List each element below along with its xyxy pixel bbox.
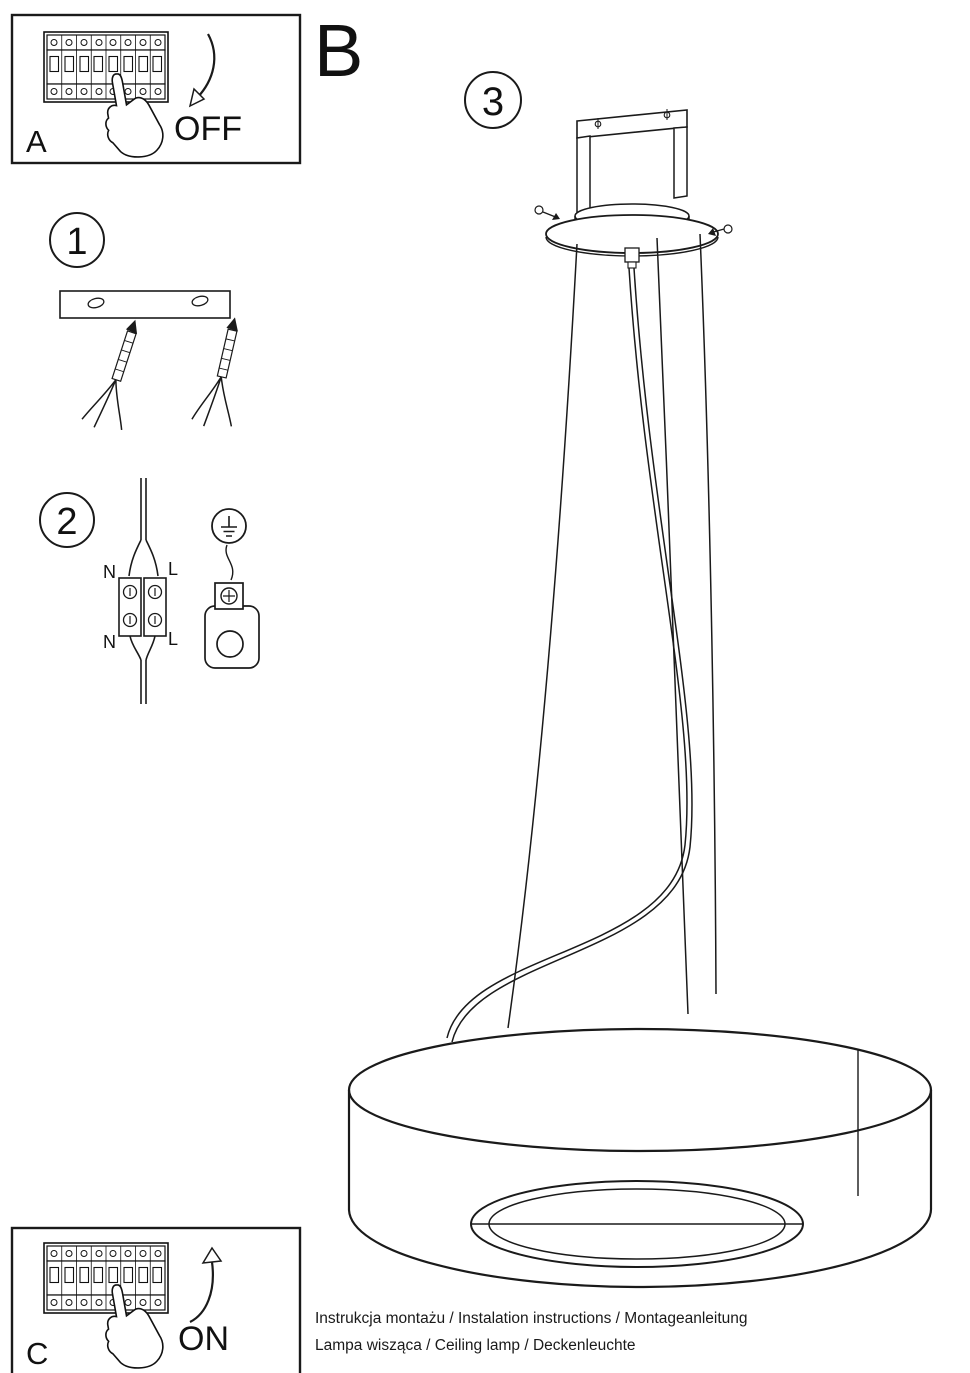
fixture-cable-icon <box>129 635 156 704</box>
ground-wire-icon <box>225 544 234 581</box>
footer: Instrukcja montażu / Instalation instruc… <box>315 1310 748 1354</box>
off-arrow-icon <box>188 33 216 108</box>
label-n-top: N <box>103 562 116 582</box>
panel-c-label: C <box>26 1336 48 1371</box>
panel-a: A OFF <box>10 13 302 165</box>
on-arrow-icon <box>189 1246 223 1323</box>
panel-a-state-off: OFF <box>174 110 242 148</box>
wall-anchor-right-icon <box>191 317 238 427</box>
step-1-badge <box>49 212 105 268</box>
ceiling-bracket-icon <box>576 109 688 215</box>
footer-line-2: Lampa wisząca / Ceiling lamp / Deckenleu… <box>315 1337 636 1354</box>
section-b-heading: B <box>314 9 363 92</box>
panel-c-state-on: ON <box>178 1320 229 1358</box>
canopy-icon <box>534 203 733 269</box>
ground-terminal-icon <box>204 582 260 669</box>
step-2-badge <box>39 492 95 548</box>
label-l-top: L <box>168 559 178 579</box>
supply-cable-icon <box>128 478 159 577</box>
circuit-breaker-panel-icon <box>43 31 169 103</box>
step-2-number: 2 <box>56 501 77 543</box>
canopy-screw-right-icon <box>708 224 733 236</box>
panel-c: C ON <box>10 1226 302 1373</box>
wall-anchor-left-icon <box>81 319 138 431</box>
step-3-badge <box>464 71 522 129</box>
circuit-breaker-panel-icon <box>43 1242 169 1314</box>
power-cord-icon <box>446 267 693 1043</box>
footer-line-1: Instrukcja montażu / Instalation instruc… <box>315 1310 748 1327</box>
step-2: 2 N L N L <box>39 478 260 704</box>
label-l-bottom: L <box>168 629 178 649</box>
terminal-block-icon <box>118 577 167 637</box>
panel-a-label: A <box>26 124 47 159</box>
step-3-number: 3 <box>482 80 504 124</box>
lampshade-ring-icon <box>347 1027 933 1289</box>
label-n-bottom: N <box>103 632 116 652</box>
earth-ground-icon <box>211 508 247 544</box>
canopy-screw-left-icon <box>534 205 560 220</box>
mounting-bar-icon <box>59 290 231 319</box>
suspension-wires-icon <box>507 233 717 1029</box>
step-3: 3 <box>347 71 933 1289</box>
step-1: 1 <box>49 212 238 431</box>
step-1-number: 1 <box>66 221 87 263</box>
